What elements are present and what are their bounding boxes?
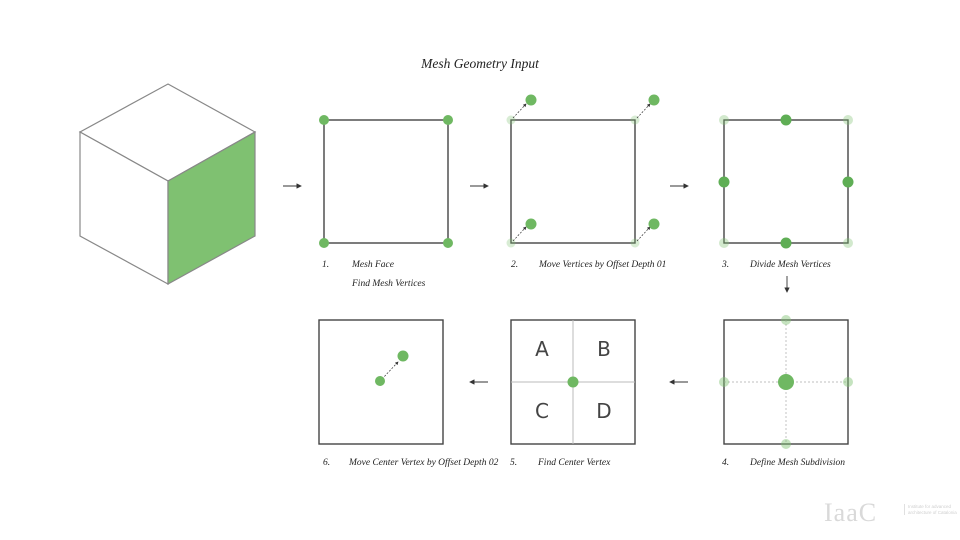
midpoint-vertex-faded [781,315,791,325]
quadrant-label-d: D [596,399,611,423]
step-1-label: Mesh Face [352,260,394,270]
cube-illustration [78,83,257,286]
quadrant-label-b: B [597,337,611,361]
mesh-face-outline [318,319,444,445]
center-vertex [567,376,579,388]
step-5-label: Find Center Vertex [538,458,611,468]
step-5-panel: A B C D [510,319,636,445]
step-6-panel [318,319,444,445]
moved-center-vertex [397,350,409,362]
offset-arrow [381,361,399,380]
mesh-face-outline [323,119,449,244]
iaac-logo: IaaC [824,498,878,527]
step-2-label: Move Vertices by Offset Depth 01 [539,260,667,270]
quadrant-label-a: A [535,337,549,361]
quadrant-label-c: C [535,399,549,423]
midpoint-vertex-faded [843,377,853,387]
step-6-number: 6. [323,458,331,468]
step-3-panel [718,114,854,249]
moved-vertex [525,218,537,230]
step-5-number: 5. [510,458,518,468]
midpoint-vertex-faded [781,439,791,449]
step-4-number: 4. [722,458,730,468]
original-center-vertex [375,376,385,386]
center-vertex [778,374,794,390]
cube-right-face-highlighted [167,130,256,286]
step-2-number: 2. [511,260,519,270]
midpoint-vertex [718,176,730,188]
step-4-label: Define Mesh Subdivision [750,458,845,468]
moved-vertex [648,218,660,230]
diagram-title: Mesh Geometry Input [421,56,539,71]
step-4-panel [719,315,853,449]
midpoint-vertex [780,237,792,249]
step-1-panel [319,115,453,248]
offset-arrow [512,103,527,119]
step-2-panel [506,94,660,248]
midpoint-vertex [842,176,854,188]
step-3-label: Divide Mesh Vertices [750,260,831,270]
moved-vertex [648,94,660,106]
corner-vertex-faded [843,115,853,125]
corner-vertex-faded [719,238,729,248]
mesh-face-outline [723,119,849,244]
offset-arrow [512,226,527,242]
step-1-number: 1. [322,260,330,270]
corner-vertex-faded [719,115,729,125]
offset-arrow [636,103,651,119]
midpoint-vertex [780,114,792,126]
offset-arrow [636,226,651,242]
vertex-bottom-left [319,238,329,248]
vertex-bottom-right [443,238,453,248]
step-6-label: Move Center Vertex by Offset Depth 02 [349,458,499,468]
vertex-top-left [319,115,329,125]
vertex-top-right [443,115,453,125]
moved-vertex [525,94,537,106]
iaac-logo-subtitle: Institute for advanced architecture of C… [904,504,960,515]
step-3-number: 3. [722,260,730,270]
step-1-sublabel: Find Mesh Vertices [352,279,426,289]
midpoint-vertex-faded [719,377,729,387]
corner-vertex-faded [843,238,853,248]
mesh-face-outline [510,119,636,244]
